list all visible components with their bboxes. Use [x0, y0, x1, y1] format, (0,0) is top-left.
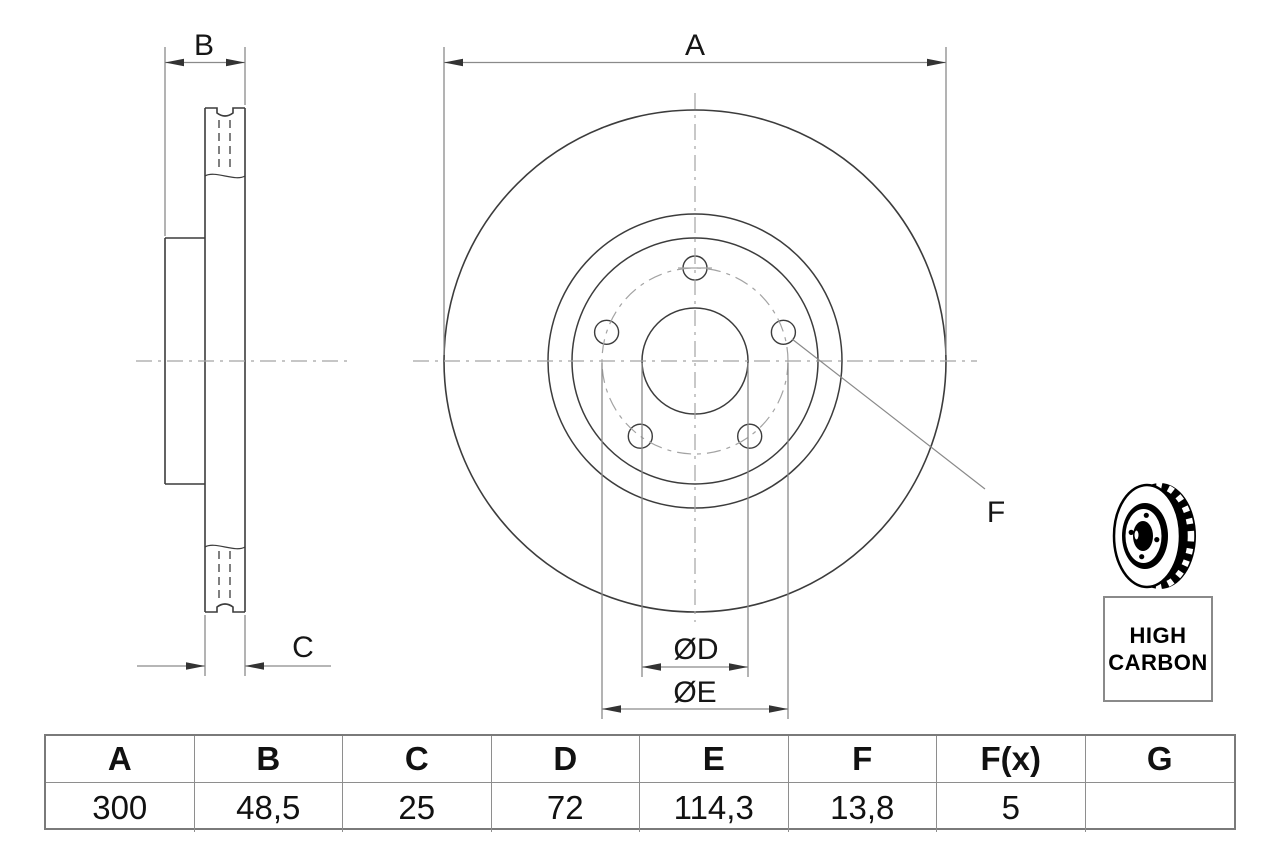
dim-c-arrow-left — [186, 662, 205, 670]
dimension-table: A B C D E F F(x) G 300 48,5 25 72 114,3 … — [44, 734, 1236, 832]
dim-d-arrow-left — [642, 663, 661, 671]
table-value-e: 114,3 — [640, 783, 789, 832]
dimension-f: F — [791, 338, 1005, 529]
table-value-fx: 5 — [937, 783, 1086, 832]
ring-bottom-edge — [205, 603, 245, 613]
table-value-c: 25 — [343, 783, 492, 832]
dim-e-arrow-left — [602, 705, 621, 713]
dim-f-label: F — [987, 496, 1005, 529]
table-value-d: 72 — [492, 783, 640, 832]
table-value-f: 13,8 — [789, 783, 937, 832]
table-header-b: B — [194, 736, 343, 783]
table-header-e: E — [640, 736, 789, 783]
table-value-a: 300 — [46, 783, 195, 832]
brake-disc-icon — [1112, 482, 1196, 590]
dim-a-arrow-right — [927, 58, 946, 67]
dim-b-arrow-left — [165, 58, 184, 67]
dim-e-arrow-right — [769, 705, 788, 713]
bolt-hole-lower-right — [737, 423, 763, 449]
dim-b-label: B — [194, 29, 214, 62]
high-carbon-badge: HIGH CARBON — [1103, 596, 1213, 702]
table-header-d: D — [491, 736, 640, 783]
rim-vent-slots — [1119, 482, 1195, 590]
table-value-g — [1086, 783, 1235, 832]
dim-e-label: ØE — [673, 676, 716, 709]
bolt-hole-upper-right — [770, 319, 797, 345]
table-header-fx: F(x) — [937, 736, 1086, 783]
table-value-b: 48,5 — [195, 783, 343, 832]
dimension-a: A — [443, 29, 947, 355]
badge-line-1: HIGH — [1129, 623, 1187, 648]
dim-d-label: ØD — [674, 633, 719, 666]
ring-top-edge — [205, 107, 245, 117]
dim-d-arrow-right — [729, 663, 748, 671]
bolt-hole-upper-left — [593, 319, 620, 345]
dim-c-arrow-right — [245, 662, 264, 670]
hub-bolt-dot — [1154, 537, 1160, 543]
break-line-bottom — [204, 544, 246, 550]
front-view-centerlines — [413, 93, 977, 622]
hub-bolt-dot — [1143, 512, 1149, 518]
table-header-c: C — [343, 736, 492, 783]
hub-bolt-dot — [1139, 554, 1145, 560]
table-header-f: F — [788, 736, 937, 783]
side-view-cross-section — [164, 107, 246, 613]
dimension-c: C — [137, 615, 331, 676]
dim-a-arrow-left — [444, 58, 463, 67]
dim-b-arrow-right — [226, 58, 245, 67]
f-leader-line — [791, 338, 986, 490]
bolt-hole-lower-left — [627, 423, 653, 449]
dim-c-label: C — [292, 631, 314, 664]
dimension-e: ØE — [601, 363, 789, 719]
center-bore-highlight — [1134, 530, 1139, 540]
hub-bolt-dot — [1128, 529, 1134, 535]
break-line-top — [204, 173, 246, 179]
dim-a-label: A — [685, 29, 705, 62]
dimension-d: ØD — [641, 363, 749, 677]
vent-channel-dashed — [218, 120, 231, 602]
table-header-g: G — [1085, 736, 1234, 783]
table-header-a: A — [46, 736, 195, 783]
center-bore — [1133, 521, 1153, 551]
badge-line-2: CARBON — [1108, 650, 1208, 675]
dimension-b: B — [164, 29, 246, 236]
